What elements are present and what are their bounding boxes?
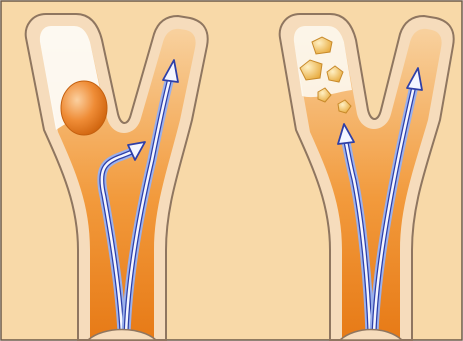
left-large-stone bbox=[61, 81, 107, 135]
